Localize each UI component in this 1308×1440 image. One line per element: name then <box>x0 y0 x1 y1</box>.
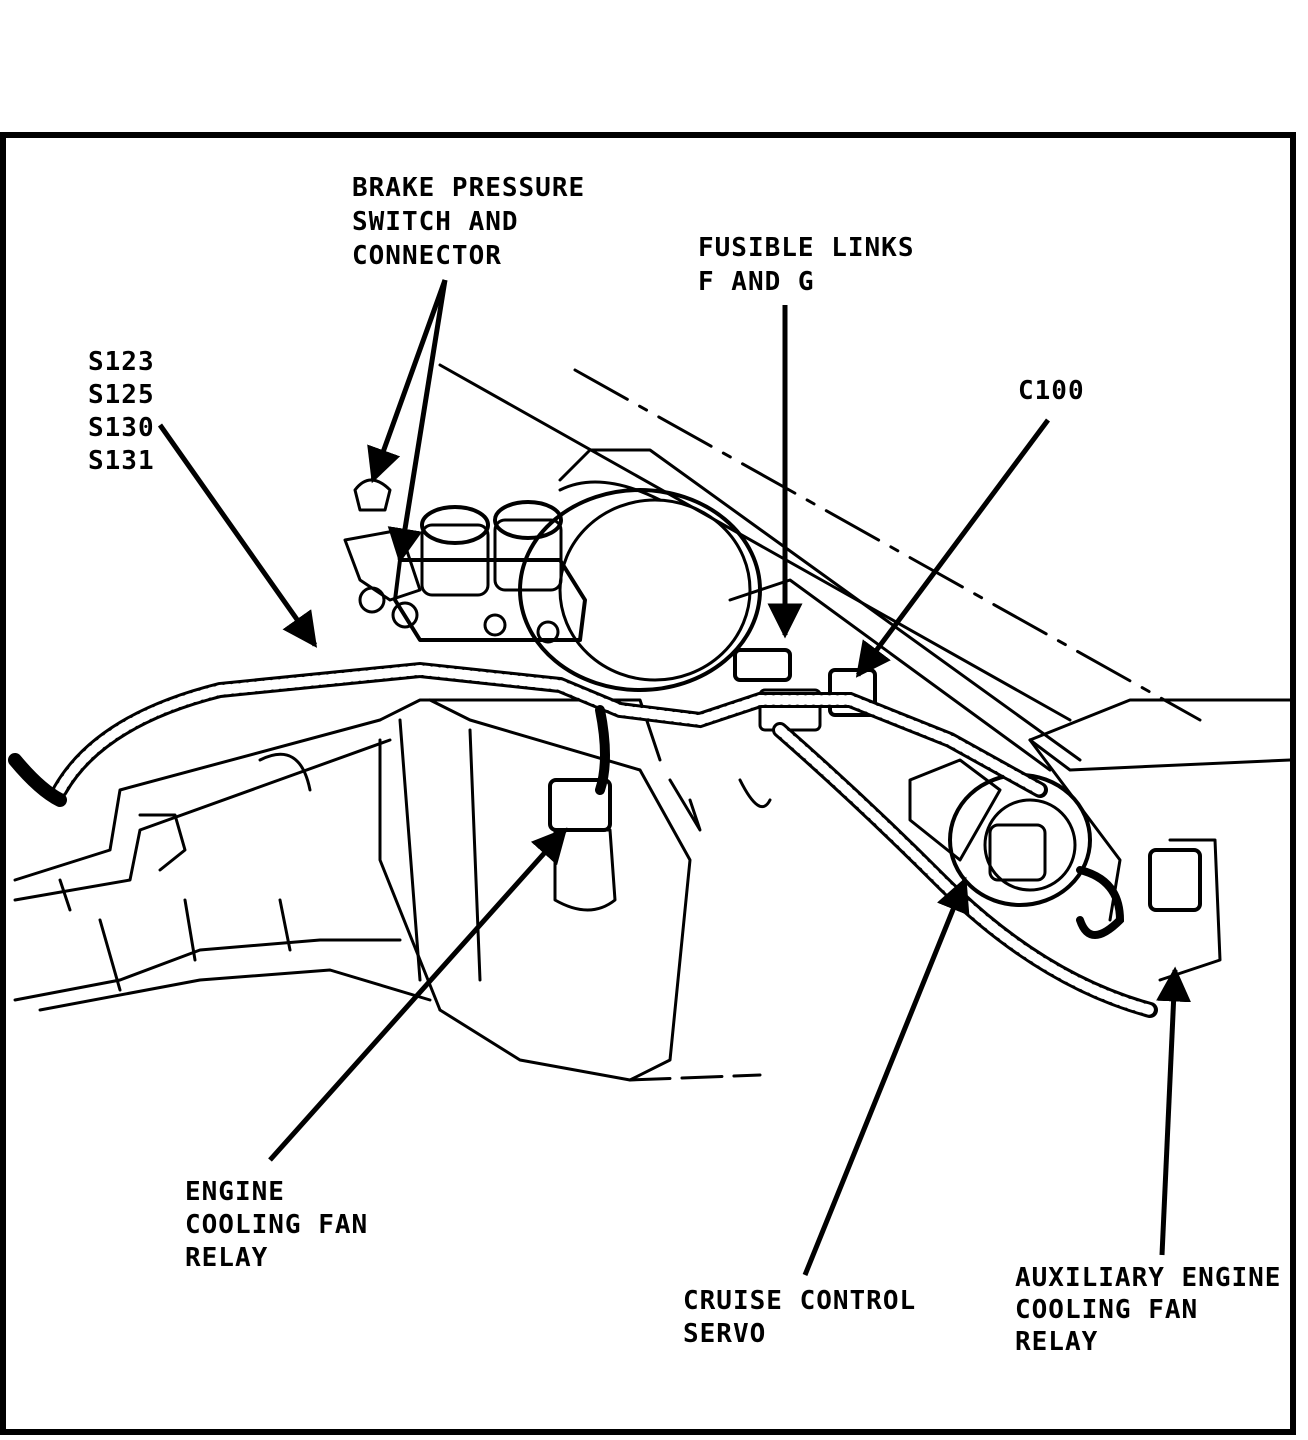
inner-fender-base <box>38 968 432 1012</box>
cowl-edge-2 <box>1028 738 1292 772</box>
reservoir-cap-left <box>420 505 490 545</box>
arrow-c100 <box>855 418 1051 678</box>
arrow-aux-fan-relay <box>1156 966 1192 1256</box>
strut-tower-2 <box>138 813 187 872</box>
fender-lower-edge <box>628 1073 762 1082</box>
arrow-brake-switch-1 <box>367 279 448 484</box>
leader-arrows <box>157 279 1192 1276</box>
cowl-line-2 <box>573 368 1202 722</box>
wheelhouse-inner-2 <box>468 728 482 982</box>
harness-branch <box>772 722 1158 1018</box>
aux-relay-body <box>1148 848 1202 912</box>
cowl-line-1 <box>438 363 1072 722</box>
inner-fender-lower <box>13 938 402 1002</box>
harness-aux-coil <box>1076 866 1125 939</box>
label-splices: S123 S125 S130 S131 <box>88 347 171 476</box>
wheelhouse-curve <box>428 698 692 1082</box>
pigtail-1 <box>668 778 702 832</box>
engine-compartment-drawing <box>13 363 1292 1082</box>
wheelhouse-inner <box>398 718 422 982</box>
cruise-servo-face <box>983 798 1077 892</box>
bolt-3 <box>483 613 507 637</box>
bolt-1 <box>358 586 386 614</box>
brake-switch-bracket <box>343 528 422 602</box>
inner-fender-mid <box>13 738 392 902</box>
reservoir-cap-right <box>493 500 563 540</box>
fusible-link-connector <box>733 648 792 682</box>
label-aux-engine-cooling-fan-relay: AUXILIARY ENGINE COOLING FAN RELAY <box>1015 1263 1298 1357</box>
label-fusible-links: FUSIBLE LINKS F AND G <box>698 233 931 297</box>
support-rib-4 <box>58 878 72 912</box>
cruise-servo-boot <box>908 758 1002 862</box>
inner-fender-top <box>13 698 662 882</box>
radiator-support <box>378 738 442 1012</box>
label-brake-pressure-switch: BRAKE PRESSURE SWITCH AND CONNECTOR <box>352 173 602 271</box>
cruise-servo-connector <box>988 823 1047 882</box>
cowl-line-4 <box>558 448 592 482</box>
brake-booster-rim <box>558 498 752 682</box>
label-c100: C100 <box>1018 376 1085 406</box>
arrow-engine-fan-relay <box>268 827 568 1162</box>
diagram-frame <box>0 132 1296 1435</box>
engine-cooling-fan-relay-connector <box>553 828 617 912</box>
harness-relay-lead <box>595 705 610 795</box>
arrow-cruise-servo <box>802 876 970 1276</box>
reservoir-right <box>493 518 563 592</box>
bolt-4 <box>536 620 560 644</box>
support-rib-2 <box>183 898 197 962</box>
arrow-brake-switch-2 <box>387 279 448 564</box>
harness-left-end <box>8 753 67 807</box>
brake-booster-back <box>558 480 662 502</box>
pigtail-2 <box>738 778 772 809</box>
support-rib-1 <box>98 918 122 992</box>
cowl-line-3 <box>588 448 1082 762</box>
strut-tower <box>258 752 312 792</box>
support-rib-3 <box>278 898 292 952</box>
brake-switch-connector <box>353 478 392 512</box>
harness-main-core <box>55 664 1045 795</box>
arrow-splices <box>157 423 318 648</box>
bolt-2 <box>391 601 419 629</box>
label-engine-cooling-fan-relay: ENGINE COOLING FAN RELAY <box>185 1177 385 1273</box>
wiring-harness <box>8 661 1158 1018</box>
label-cruise-control-servo: CRUISE CONTROL SERVO <box>683 1286 933 1349</box>
cowl-edge <box>1028 698 1292 742</box>
